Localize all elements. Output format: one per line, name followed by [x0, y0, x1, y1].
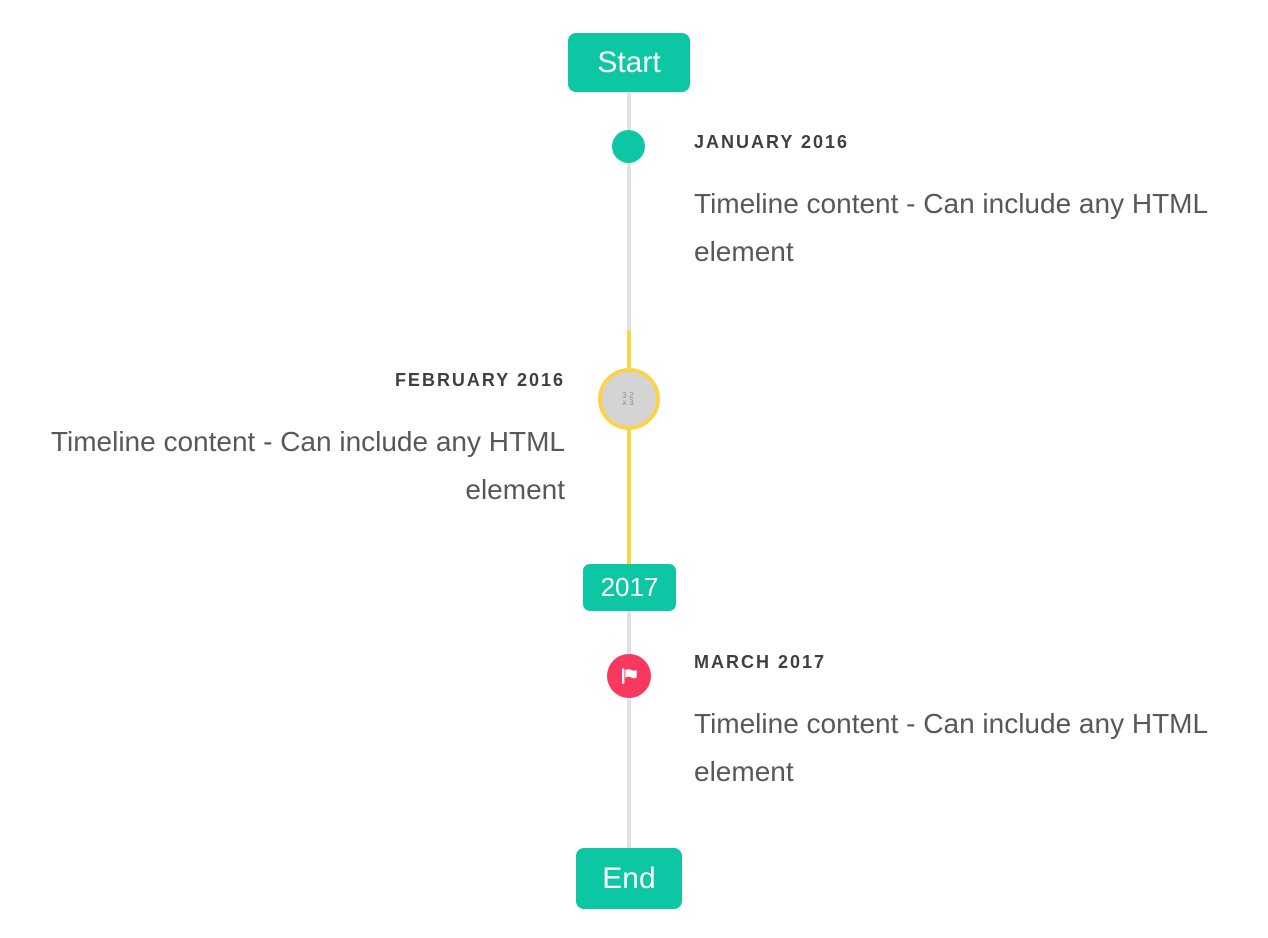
item-content: Timeline content - Can include any HTML …	[694, 708, 1208, 787]
timeline-item-january-2016: JANUARY 2016 Timeline content - Can incl…	[694, 131, 1229, 276]
timeline-item-march-2017: MARCH 2017 Timeline content - Can includ…	[694, 651, 1229, 796]
timeline-flag-marker	[607, 654, 651, 698]
year-badge: 2017	[583, 564, 676, 611]
item-title: JANUARY 2016	[694, 132, 850, 152]
timeline-dot-marker	[612, 130, 645, 163]
timeline-image-marker: 32 x3	[598, 368, 660, 430]
broken-image-text-line: x3	[622, 398, 636, 407]
end-button[interactable]: End	[576, 848, 682, 909]
timeline-item-february-2016: FEBRUARY 2016 Timeline content - Can inc…	[30, 369, 565, 514]
item-content: Timeline content - Can include any HTML …	[694, 188, 1208, 267]
item-title: FEBRUARY 2016	[394, 370, 565, 390]
item-content: Timeline content - Can include any HTML …	[50, 426, 565, 505]
timeline-line-highlight-segment	[627, 330, 631, 566]
broken-image-text-line: 32	[622, 391, 636, 400]
broken-image-icon: 32 x3	[622, 391, 636, 407]
item-title: MARCH 2017	[694, 652, 827, 672]
start-button[interactable]: Start	[568, 33, 690, 92]
flag-icon	[622, 668, 637, 684]
